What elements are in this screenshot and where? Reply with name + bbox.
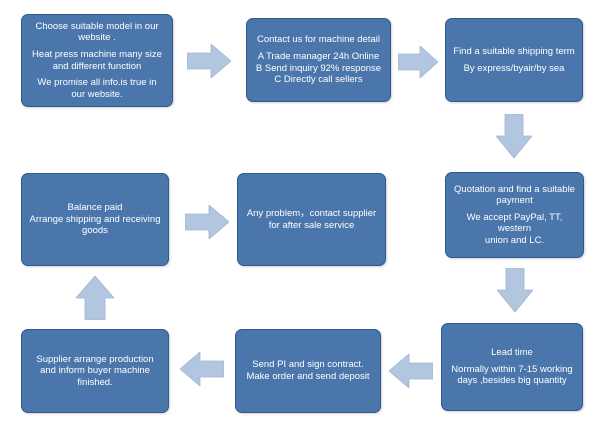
production-line-3: finished.: [77, 376, 113, 388]
lead-time-line-3: days ,besides big quantity: [457, 375, 567, 387]
production-line-1: Supplier arrange production: [36, 353, 154, 365]
arrow-right-icon: [398, 46, 438, 78]
lead-time-line-1: Lead time: [491, 347, 533, 359]
choose-model-line-3: Heat press machine many size: [32, 48, 162, 60]
balance-line-3: goods: [82, 225, 108, 237]
quotation-line-4: union and LC.: [484, 234, 545, 246]
problem-line-1: Any problem，contact supplier: [246, 207, 377, 219]
choose-model-line-2: website .: [78, 32, 116, 44]
contact-line-3: B Send inquiry 92% response: [255, 62, 382, 74]
contact-line-1: Contact us for machine detail: [256, 34, 381, 46]
quotation-line-1: Quotation and find a suitable: [454, 183, 575, 195]
balance-box: Balance paid Arrange shipping and receiv…: [21, 173, 169, 266]
choose-model-line-6: our website.: [71, 88, 123, 100]
arrow-left-icon: [180, 352, 224, 386]
arrow-down-icon: [497, 268, 533, 312]
problem-box: Any problem，contact supplier for after s…: [237, 173, 386, 266]
production-box: Supplier arrange production and inform b…: [21, 329, 169, 413]
send-pi-box: Send PI and sign contract. Make order an…: [235, 329, 381, 413]
arrow-up-icon: [76, 276, 114, 320]
arrow-right-icon: [185, 205, 229, 239]
quotation-box: Quotation and find a suitable payment We…: [445, 172, 584, 258]
choose-model-line-1: Choose suitable model in our: [35, 20, 159, 32]
contact-line-4: C Directly call sellers: [274, 74, 363, 86]
send-pi-line-2: Make order and send deposit: [246, 371, 370, 382]
choose-model-line-4: and different function: [52, 60, 142, 72]
balance-line-2: Arrange shipping and receiving: [29, 213, 161, 225]
production-line-2: and inform buyer machine: [40, 365, 150, 377]
contact-line-2: A Trade manager 24h Online: [257, 50, 380, 62]
contact-box: Contact us for machine detail A Trade ma…: [246, 18, 391, 102]
quotation-line-2: payment: [496, 195, 533, 207]
shipping-term-box: Find a suitable shipping term By express…: [445, 18, 583, 102]
send-pi-line-1: Send PI and sign contract.: [252, 359, 364, 371]
shipping-term-line-2: By express/byair/by sea: [463, 62, 565, 74]
problem-line-2: for after sale service: [268, 219, 355, 231]
quotation-line-3: We accept PayPal, TT, western: [466, 211, 563, 235]
arrow-right-icon: [187, 44, 231, 78]
lead-time-line-2: Normally within 7-15 working: [451, 363, 573, 375]
lead-time-box: Lead time Normally within 7-15 working d…: [441, 323, 583, 411]
arrow-left-icon: [389, 354, 433, 388]
arrow-down-icon: [496, 114, 532, 158]
choose-model-box: Choose suitable model in our website . H…: [21, 14, 173, 107]
shipping-term-line-1: Find a suitable shipping term: [453, 45, 575, 57]
choose-model-line-5: We promise all info.is true in: [37, 77, 157, 89]
balance-line-1: Balance paid: [67, 202, 123, 214]
